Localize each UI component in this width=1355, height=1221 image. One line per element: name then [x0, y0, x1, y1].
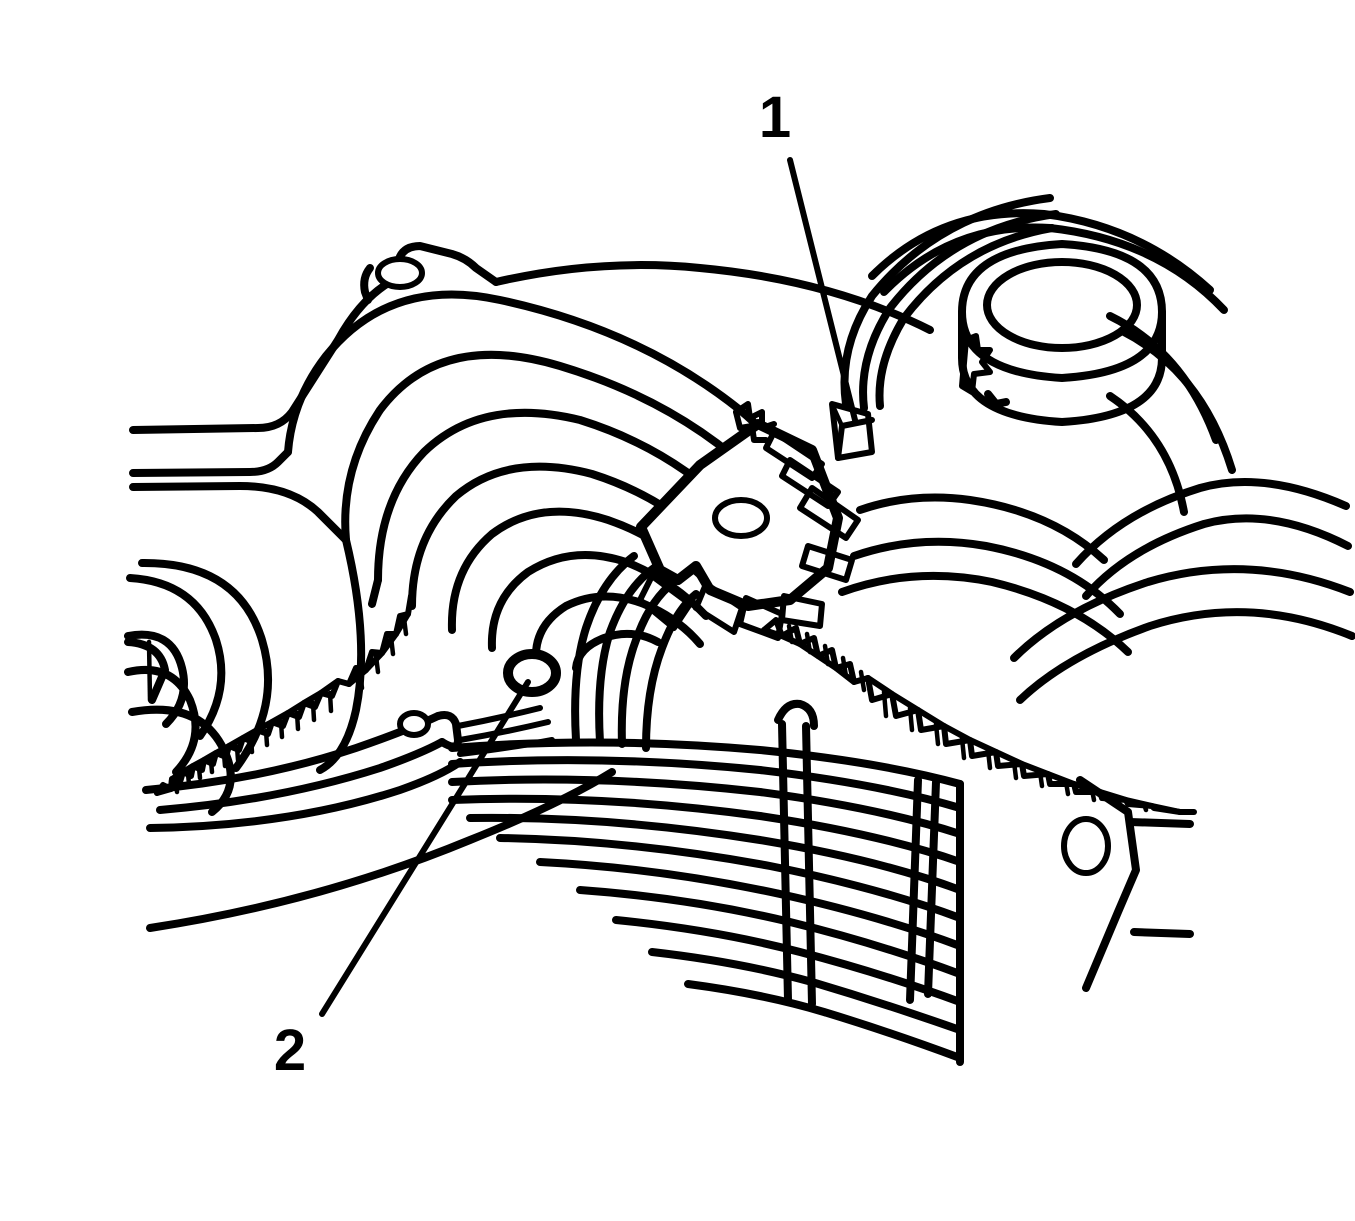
mounting-bracket [906, 776, 1194, 1004]
electrical-connector [636, 401, 875, 641]
callout-2: 2 [274, 679, 531, 1083]
connector-rib-middle [779, 457, 841, 509]
pulley-hub-boss [958, 240, 1166, 426]
connector-terminal-a [693, 581, 745, 635]
connector-side-tab-a [797, 485, 861, 541]
connector-latch-tab [829, 401, 875, 461]
grommet-hole [503, 649, 561, 697]
callout-1: 1 [759, 85, 858, 423]
callout-2-label: 2 [274, 1018, 306, 1083]
cover-holes [397, 649, 561, 738]
harness-wire-bundle [448, 552, 964, 1066]
callout-2-leader [319, 679, 531, 1017]
small-cover-hole [397, 710, 431, 738]
bracket-hole [1061, 816, 1111, 876]
connector-terminal-c [779, 593, 825, 629]
cover-ribs-right [838, 194, 1355, 704]
callout-1-label: 1 [759, 85, 791, 150]
hub-top-face [983, 258, 1141, 352]
connector-terminal-b [737, 595, 785, 641]
ring-gear-teeth-left [154, 593, 414, 796]
callout-1-leader [787, 157, 858, 423]
connector-terminal-d [637, 573, 693, 631]
connector-oval-relief [712, 497, 770, 539]
hub-outer-rim-side [958, 308, 1166, 426]
connector-side-tab-b [799, 543, 855, 583]
hub-keyway-notch [959, 333, 993, 395]
mount-boss-hole [375, 256, 425, 290]
